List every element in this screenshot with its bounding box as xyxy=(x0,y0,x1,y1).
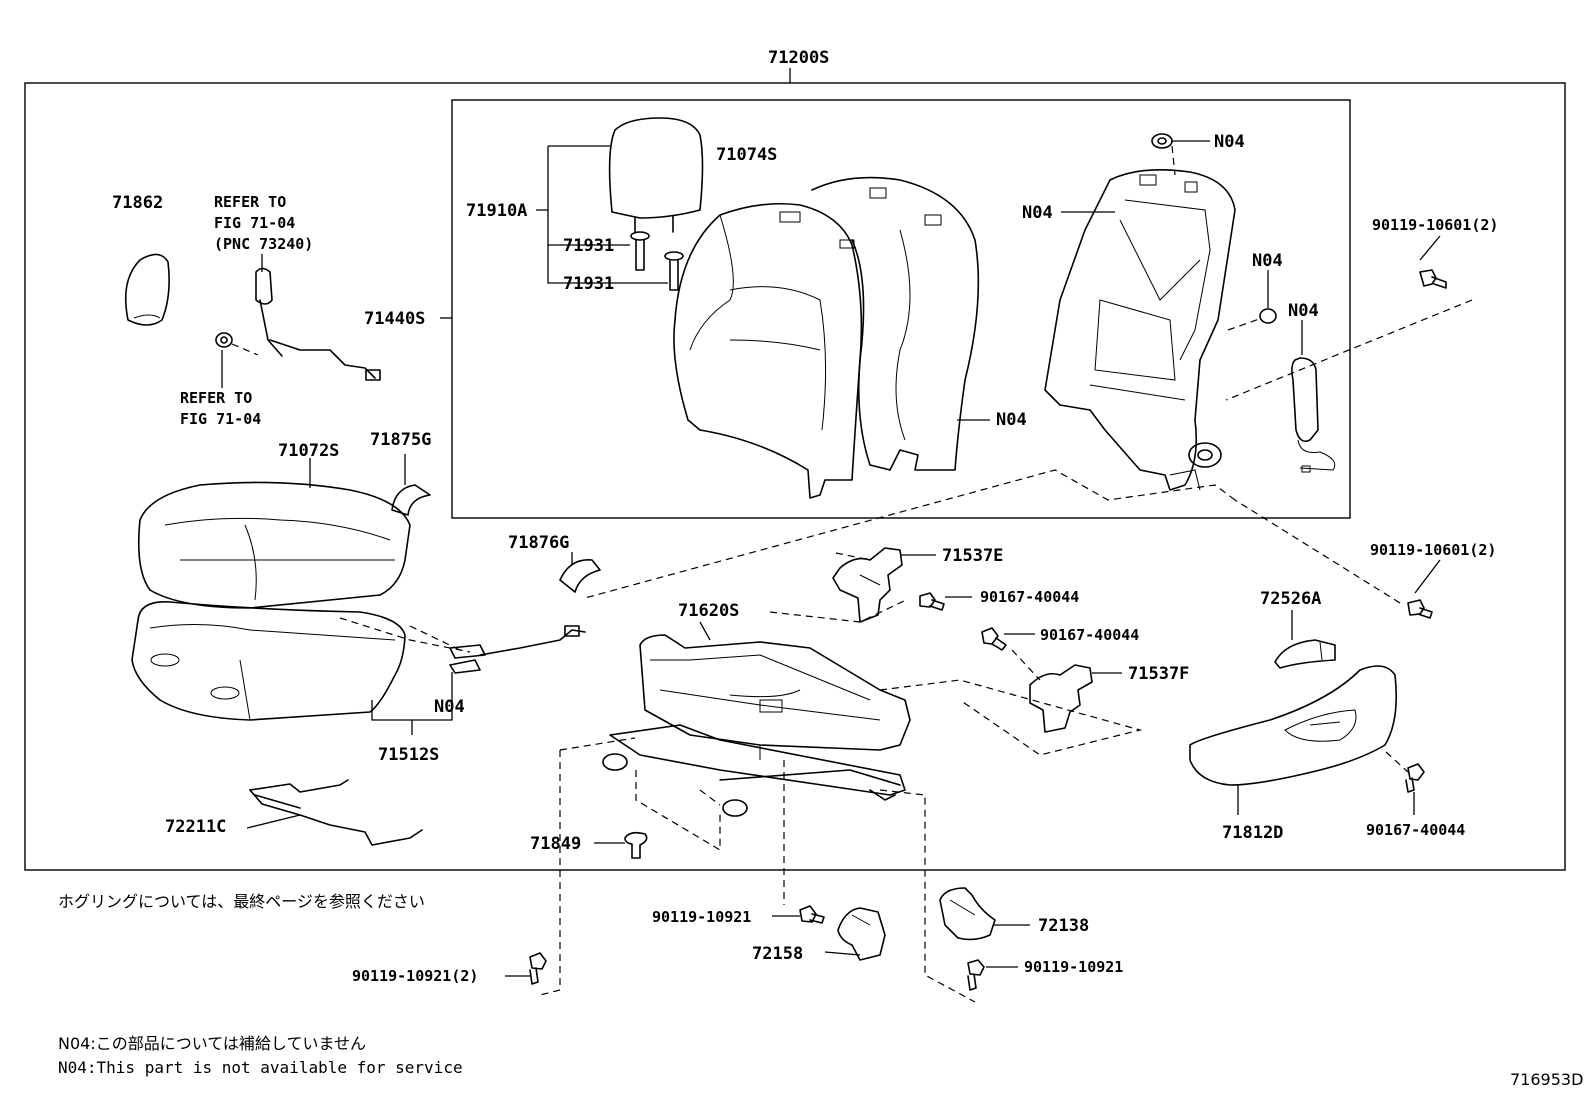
cushion-pad-drawing xyxy=(131,601,406,721)
bolt-e-drawing xyxy=(919,592,945,611)
label-frame-nut-top: N04 xyxy=(1214,132,1245,152)
label-adjuster: 71620S xyxy=(678,601,739,621)
bolt-shield-drawing xyxy=(1405,763,1425,793)
label-refer-bottom-2: FIG 71-04 xyxy=(180,410,261,428)
label-refer-top-2: FIG 71-04 xyxy=(214,214,295,232)
label-pin-71849: 71849 xyxy=(530,834,581,854)
seat-back-frame-drawing xyxy=(1044,168,1236,491)
guide-76g-drawing xyxy=(559,559,601,593)
seat-back-cover-drawing xyxy=(673,202,863,499)
label-refer-top-3: (PNC 73240) xyxy=(214,235,313,253)
label-refer-bottom-1: REFER TO xyxy=(180,389,252,407)
bolt-cover-left-drawing xyxy=(799,905,825,924)
buckle-drawing xyxy=(215,267,381,381)
bracket-f-drawing xyxy=(1029,664,1093,733)
label-pin-lower: 71931 xyxy=(563,274,614,294)
label-refer-top-1: REFER TO xyxy=(214,193,286,211)
headrest-drawing xyxy=(608,117,704,233)
label-bolt-back-upper: 90119-10601(2) xyxy=(1372,216,1498,234)
bracket-e-drawing xyxy=(832,547,903,623)
label-frame-side: N04 xyxy=(1022,203,1053,223)
cap-drawing xyxy=(124,253,170,326)
label-cushion-pad: 71512S xyxy=(378,745,439,765)
seat-back-pad-drawing xyxy=(811,176,980,471)
label-guide-76g: 71876G xyxy=(508,533,569,553)
guide-75g-drawing xyxy=(391,484,431,516)
cover-72158-drawing xyxy=(837,907,886,961)
label-headrest: 71910A xyxy=(466,201,527,221)
label-bolt-cover-right: 90119-10921 xyxy=(1024,958,1123,976)
frame-nut-drawings xyxy=(1151,133,1277,324)
label-bolt-back-lower: 90119-10601(2) xyxy=(1370,541,1496,559)
note-hog-ring: ホグリングについては、最終ページを参照ください xyxy=(58,892,425,911)
label-cover-72158: 72158 xyxy=(752,944,803,964)
label-back-assembly: 71440S xyxy=(364,309,425,329)
label-bolt-e: 90167-40044 xyxy=(980,588,1079,606)
note-n04-jp: N04:この部品については補給していません xyxy=(58,1034,366,1053)
label-shield: 71812D xyxy=(1222,823,1283,843)
label-wire-72211c: 72211C xyxy=(165,817,226,837)
figure-id: 716953D xyxy=(1510,1070,1583,1089)
bolt-f-drawing xyxy=(981,627,1007,651)
wire-72211c-drawing xyxy=(249,779,423,846)
label-bolt-shield: 90167-40044 xyxy=(1366,821,1465,839)
label-back-cover: 71074S xyxy=(716,145,777,165)
label-cushion-pad-n04: N04 xyxy=(434,697,465,717)
inner-frame xyxy=(451,99,1351,519)
side-airbag-drawing xyxy=(1291,357,1336,473)
bolt-rail-drawing xyxy=(529,952,547,985)
label-cushion-cover: 71072S xyxy=(278,441,339,461)
label-guide-75g: 71875G xyxy=(370,430,431,450)
cushion-cover-drawing xyxy=(137,481,411,609)
note-n04-en: N04:This part is not available for servi… xyxy=(58,1058,463,1077)
label-bracket-f: 71537F xyxy=(1128,664,1189,684)
back-bolt-drawings xyxy=(1407,269,1447,619)
label-pin-upper: 71931 xyxy=(563,236,614,256)
pin-71849-drawing xyxy=(624,831,648,859)
outer-frame xyxy=(24,82,1566,871)
knob-drawing xyxy=(1274,639,1336,669)
adjuster-drawing xyxy=(602,634,911,817)
label-frame-nut-mid: N04 xyxy=(1252,251,1283,271)
label-knob: 72526A xyxy=(1260,589,1321,609)
label-cap: 71862 xyxy=(112,193,163,213)
label-bolt-rail: 90119-10921(2) xyxy=(352,967,478,985)
bolt-cover-right-drawing xyxy=(967,959,985,991)
label-back-pad-n04: N04 xyxy=(996,410,1027,430)
label-bolt-cover-left: 90119-10921 xyxy=(652,908,751,926)
label-assembly: 71200S xyxy=(768,48,829,68)
pin-drawings xyxy=(630,231,684,291)
shield-drawing xyxy=(1189,665,1398,786)
label-frame-nut-right: N04 xyxy=(1288,301,1319,321)
label-bolt-f: 90167-40044 xyxy=(1040,626,1139,644)
cover-72138-drawing xyxy=(939,887,996,941)
label-bracket-e: 71537E xyxy=(942,546,1003,566)
label-cover-72138: 72138 xyxy=(1038,916,1089,936)
cushion-wire-drawing xyxy=(449,625,586,674)
